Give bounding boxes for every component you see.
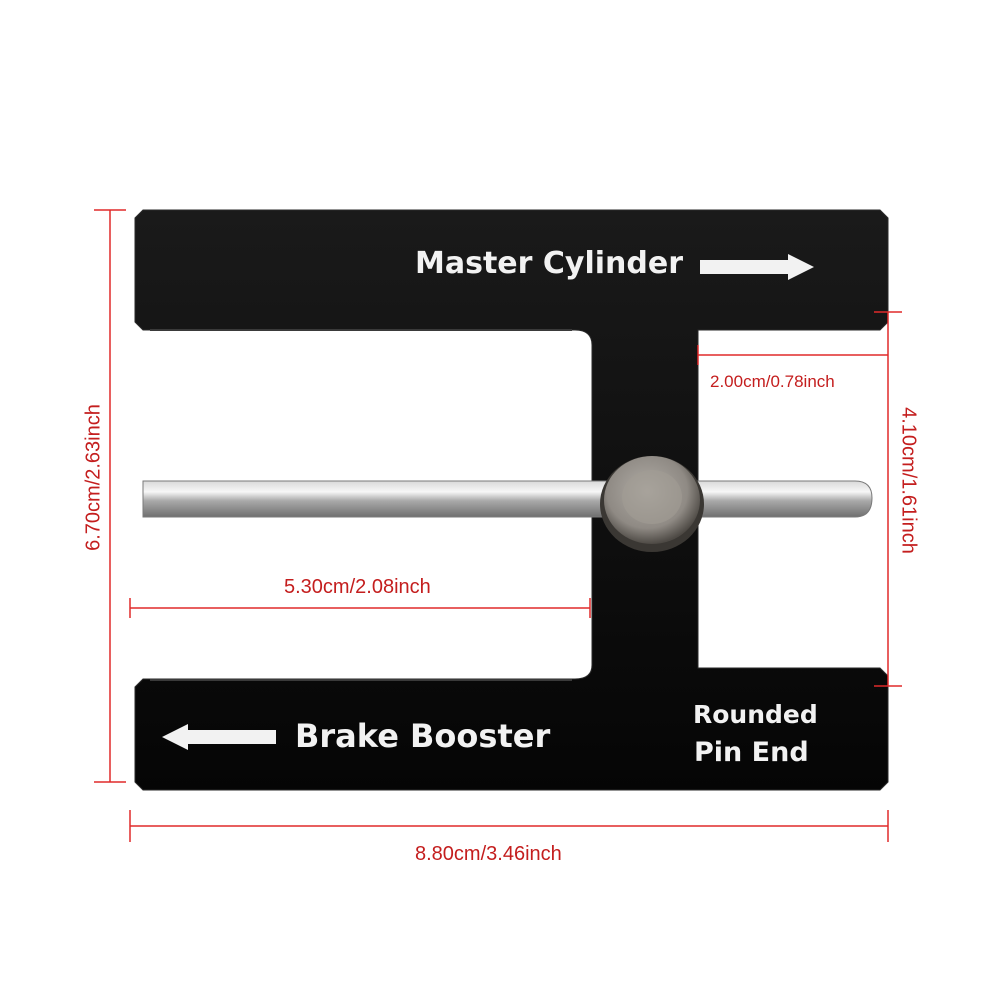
dim-inner-height-line <box>874 311 902 687</box>
dim-pin-length-line <box>129 598 591 618</box>
dim-stem-offset-line <box>697 345 888 365</box>
arrow-right-icon <box>700 254 814 280</box>
arrow-left-icon <box>162 724 276 750</box>
dim-overall-width-line <box>129 810 889 842</box>
dim-stem-offset: 2.00cm/0.78inch <box>710 372 835 391</box>
dim-overall-height-line <box>94 209 126 783</box>
label-master-cylinder: Master Cylinder <box>415 246 683 281</box>
pin-rod <box>142 480 873 518</box>
adjuster-knob <box>600 456 704 552</box>
dim-overall-width: 8.80cm/3.46inch <box>415 843 562 865</box>
dim-overall-height: 6.70cm/2.63inch <box>82 404 105 551</box>
dim-pin-length: 5.30cm/2.08inch <box>284 576 431 598</box>
label-pin-end: Pin End <box>694 737 809 768</box>
dim-inner-height: 4.10cm/1.61inch <box>897 407 920 554</box>
label-rounded: Rounded <box>693 700 818 729</box>
label-brake-booster: Brake Booster <box>295 717 551 755</box>
